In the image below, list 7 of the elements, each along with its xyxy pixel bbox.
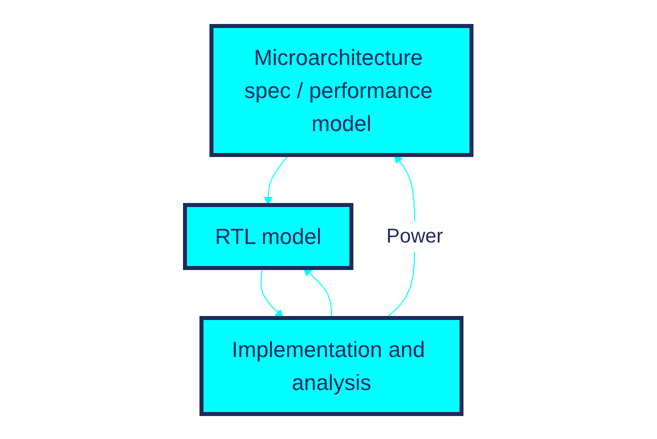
node-box: RTL model xyxy=(183,202,354,270)
node-box: Implementation and analysis xyxy=(200,316,464,416)
node-box: Microarchitecture spec / performance model xyxy=(210,24,474,156)
arrow xyxy=(264,154,290,205)
arrow xyxy=(303,267,332,318)
edge-label: Power xyxy=(386,225,444,247)
arrow xyxy=(260,267,284,318)
